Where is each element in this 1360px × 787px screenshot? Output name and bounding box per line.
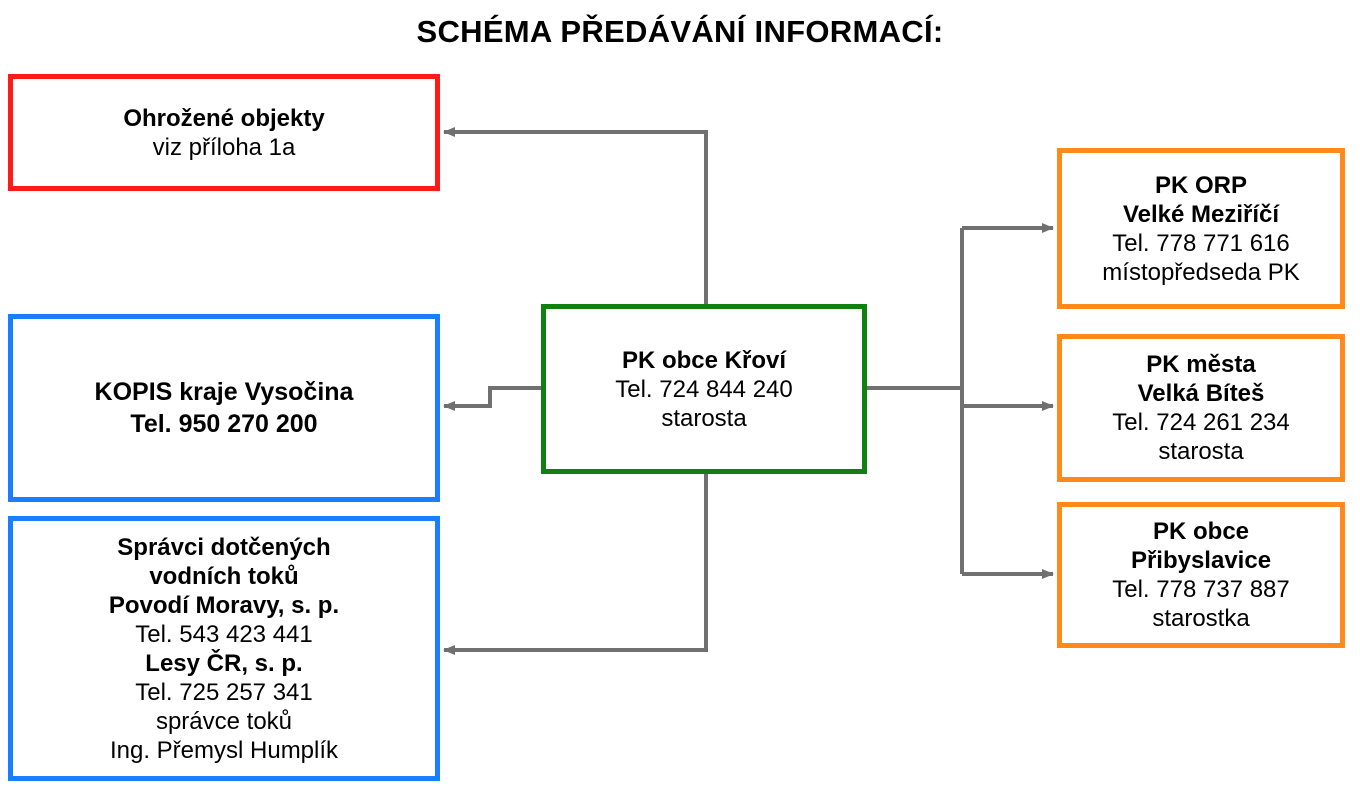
lesy-cr-role: správce toků [155, 707, 293, 735]
box-spravci-toku: Správci dotčených vodních toků Povodí Mo… [8, 516, 440, 781]
box-pk-obce-krovi: PK obce Křoví Tel. 724 844 240 starosta [541, 304, 867, 474]
bites-role: starosta [1158, 438, 1244, 465]
pribys-phone: Tel. 778 737 887 [1112, 576, 1290, 603]
orp-phone: Tel. 778 771 616 [1112, 229, 1290, 257]
lesy-cr-name: Lesy ČR, s. p. [145, 649, 303, 677]
bites-heading-2: Velká Bíteš [1137, 380, 1265, 407]
bites-heading-1: PK města [1146, 351, 1256, 378]
diagram-title: SCHÉMA PŘEDÁVÁNÍ INFORMACÍ: [416, 14, 944, 49]
center-phone: Tel. 724 844 240 [615, 375, 793, 403]
orp-role: místopředseda PK [1102, 258, 1300, 286]
kopis-heading: KOPIS kraje Vysočina [94, 378, 354, 406]
povodi-moravy-phone: Tel. 543 423 441 [135, 620, 313, 648]
pribys-role: starostka [1152, 605, 1250, 632]
spravci-heading-2: vodních toků [149, 562, 299, 590]
orp-heading-1: PK ORP [1154, 171, 1247, 199]
lesy-cr-person: Ing. Přemysl Humplík [109, 736, 339, 764]
box-pk-obce-pribyslavice: PK obce Přibyslavice Tel. 778 737 887 st… [1057, 502, 1345, 648]
pribys-heading-1: PK obce [1152, 518, 1250, 545]
arrow-to-ohrozene [443, 127, 708, 304]
box-kopis: KOPIS kraje Vysočina Tel. 950 270 200 [8, 314, 440, 502]
box-ohrozene-objekty: Ohrožené objekty viz příloha 1a [8, 74, 440, 191]
lesy-cr-phone: Tel. 725 257 341 [135, 678, 313, 706]
kopis-phone: Tel. 950 270 200 [130, 410, 318, 438]
spravci-heading-1: Správci dotčených [117, 533, 331, 561]
ohrozene-heading: Ohrožené objekty [123, 104, 325, 132]
center-heading: PK obce Křoví [621, 346, 787, 374]
bites-phone: Tel. 724 261 234 [1112, 409, 1290, 436]
ohrozene-reference: viz příloha 1a [152, 133, 296, 161]
pribys-heading-2: Přibyslavice [1130, 547, 1272, 574]
arrow-to-kopis [443, 386, 541, 411]
arrow-to-spravci [443, 474, 708, 655]
center-role: starosta [661, 404, 747, 432]
orp-heading-2: Velké Meziříčí [1122, 200, 1280, 228]
povodi-moravy-name: Povodí Moravy, s. p. [108, 591, 340, 619]
box-pk-mesta-bites: PK města Velká Bíteš Tel. 724 261 234 st… [1057, 334, 1345, 482]
box-pk-orp: PK ORP Velké Meziříčí Tel. 778 771 616 m… [1057, 148, 1345, 309]
